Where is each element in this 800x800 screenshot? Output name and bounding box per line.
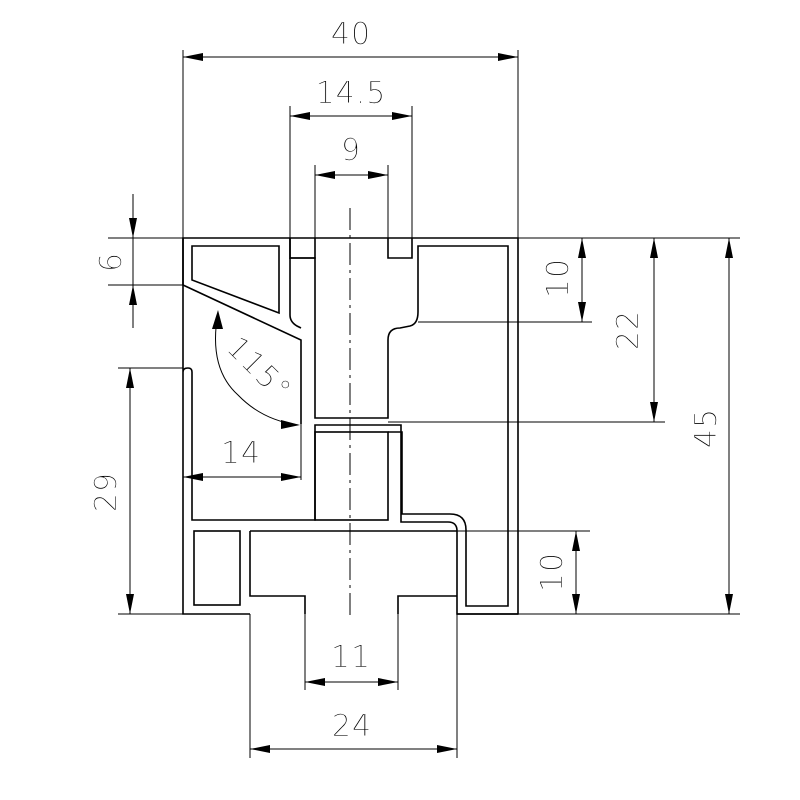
dim-label-11: 11 <box>331 640 371 675</box>
dim-label-29: 29 <box>89 472 124 512</box>
profile-outer-contour <box>182 237 519 615</box>
dim-overall-width: 40 <box>183 17 518 61</box>
dim-label-45: 45 <box>689 408 724 448</box>
dim-bottom-flange-height: 10 <box>535 531 580 614</box>
dim-label-14-5: 14.5 <box>316 76 387 111</box>
dim-label-14: 14 <box>221 436 261 471</box>
bottom-flange <box>249 530 457 614</box>
dim-inner-slot-width: 9 <box>315 133 388 179</box>
extension-lines <box>108 50 740 758</box>
dim-label-24: 24 <box>332 709 372 744</box>
dim-flange-width: 24 <box>250 709 457 753</box>
dim-top-lip-height: 6 <box>94 194 137 328</box>
dim-label-40: 40 <box>331 17 371 52</box>
dim-stem-width: 11 <box>305 640 398 686</box>
inclined-web <box>182 238 302 424</box>
slot-lip-left <box>289 238 316 259</box>
dim-slot-cavity-depth: 22 <box>611 238 658 422</box>
bottom-left-cavity <box>193 530 241 606</box>
center-cavity <box>314 431 389 521</box>
dim-wall-offset: 14 <box>183 436 301 481</box>
dim-label-10-bottom: 10 <box>535 552 570 592</box>
slot-lip-right <box>387 238 413 259</box>
dim-top-slot-depth: 10 <box>541 238 586 322</box>
dim-overall-height: 45 <box>689 238 733 614</box>
dim-label-9: 9 <box>341 133 361 168</box>
dim-label-22: 22 <box>611 310 646 350</box>
dim-slot-width: 14.5 <box>290 76 412 120</box>
dim-label-115: 115° <box>219 330 298 409</box>
dim-label-6: 6 <box>94 252 129 272</box>
top-slot <box>289 238 509 607</box>
dim-left-height: 29 <box>89 368 134 614</box>
upper-left-cavity <box>191 245 280 315</box>
dim-label-10-top: 10 <box>541 258 576 298</box>
dim-angle: 115° <box>212 310 300 429</box>
